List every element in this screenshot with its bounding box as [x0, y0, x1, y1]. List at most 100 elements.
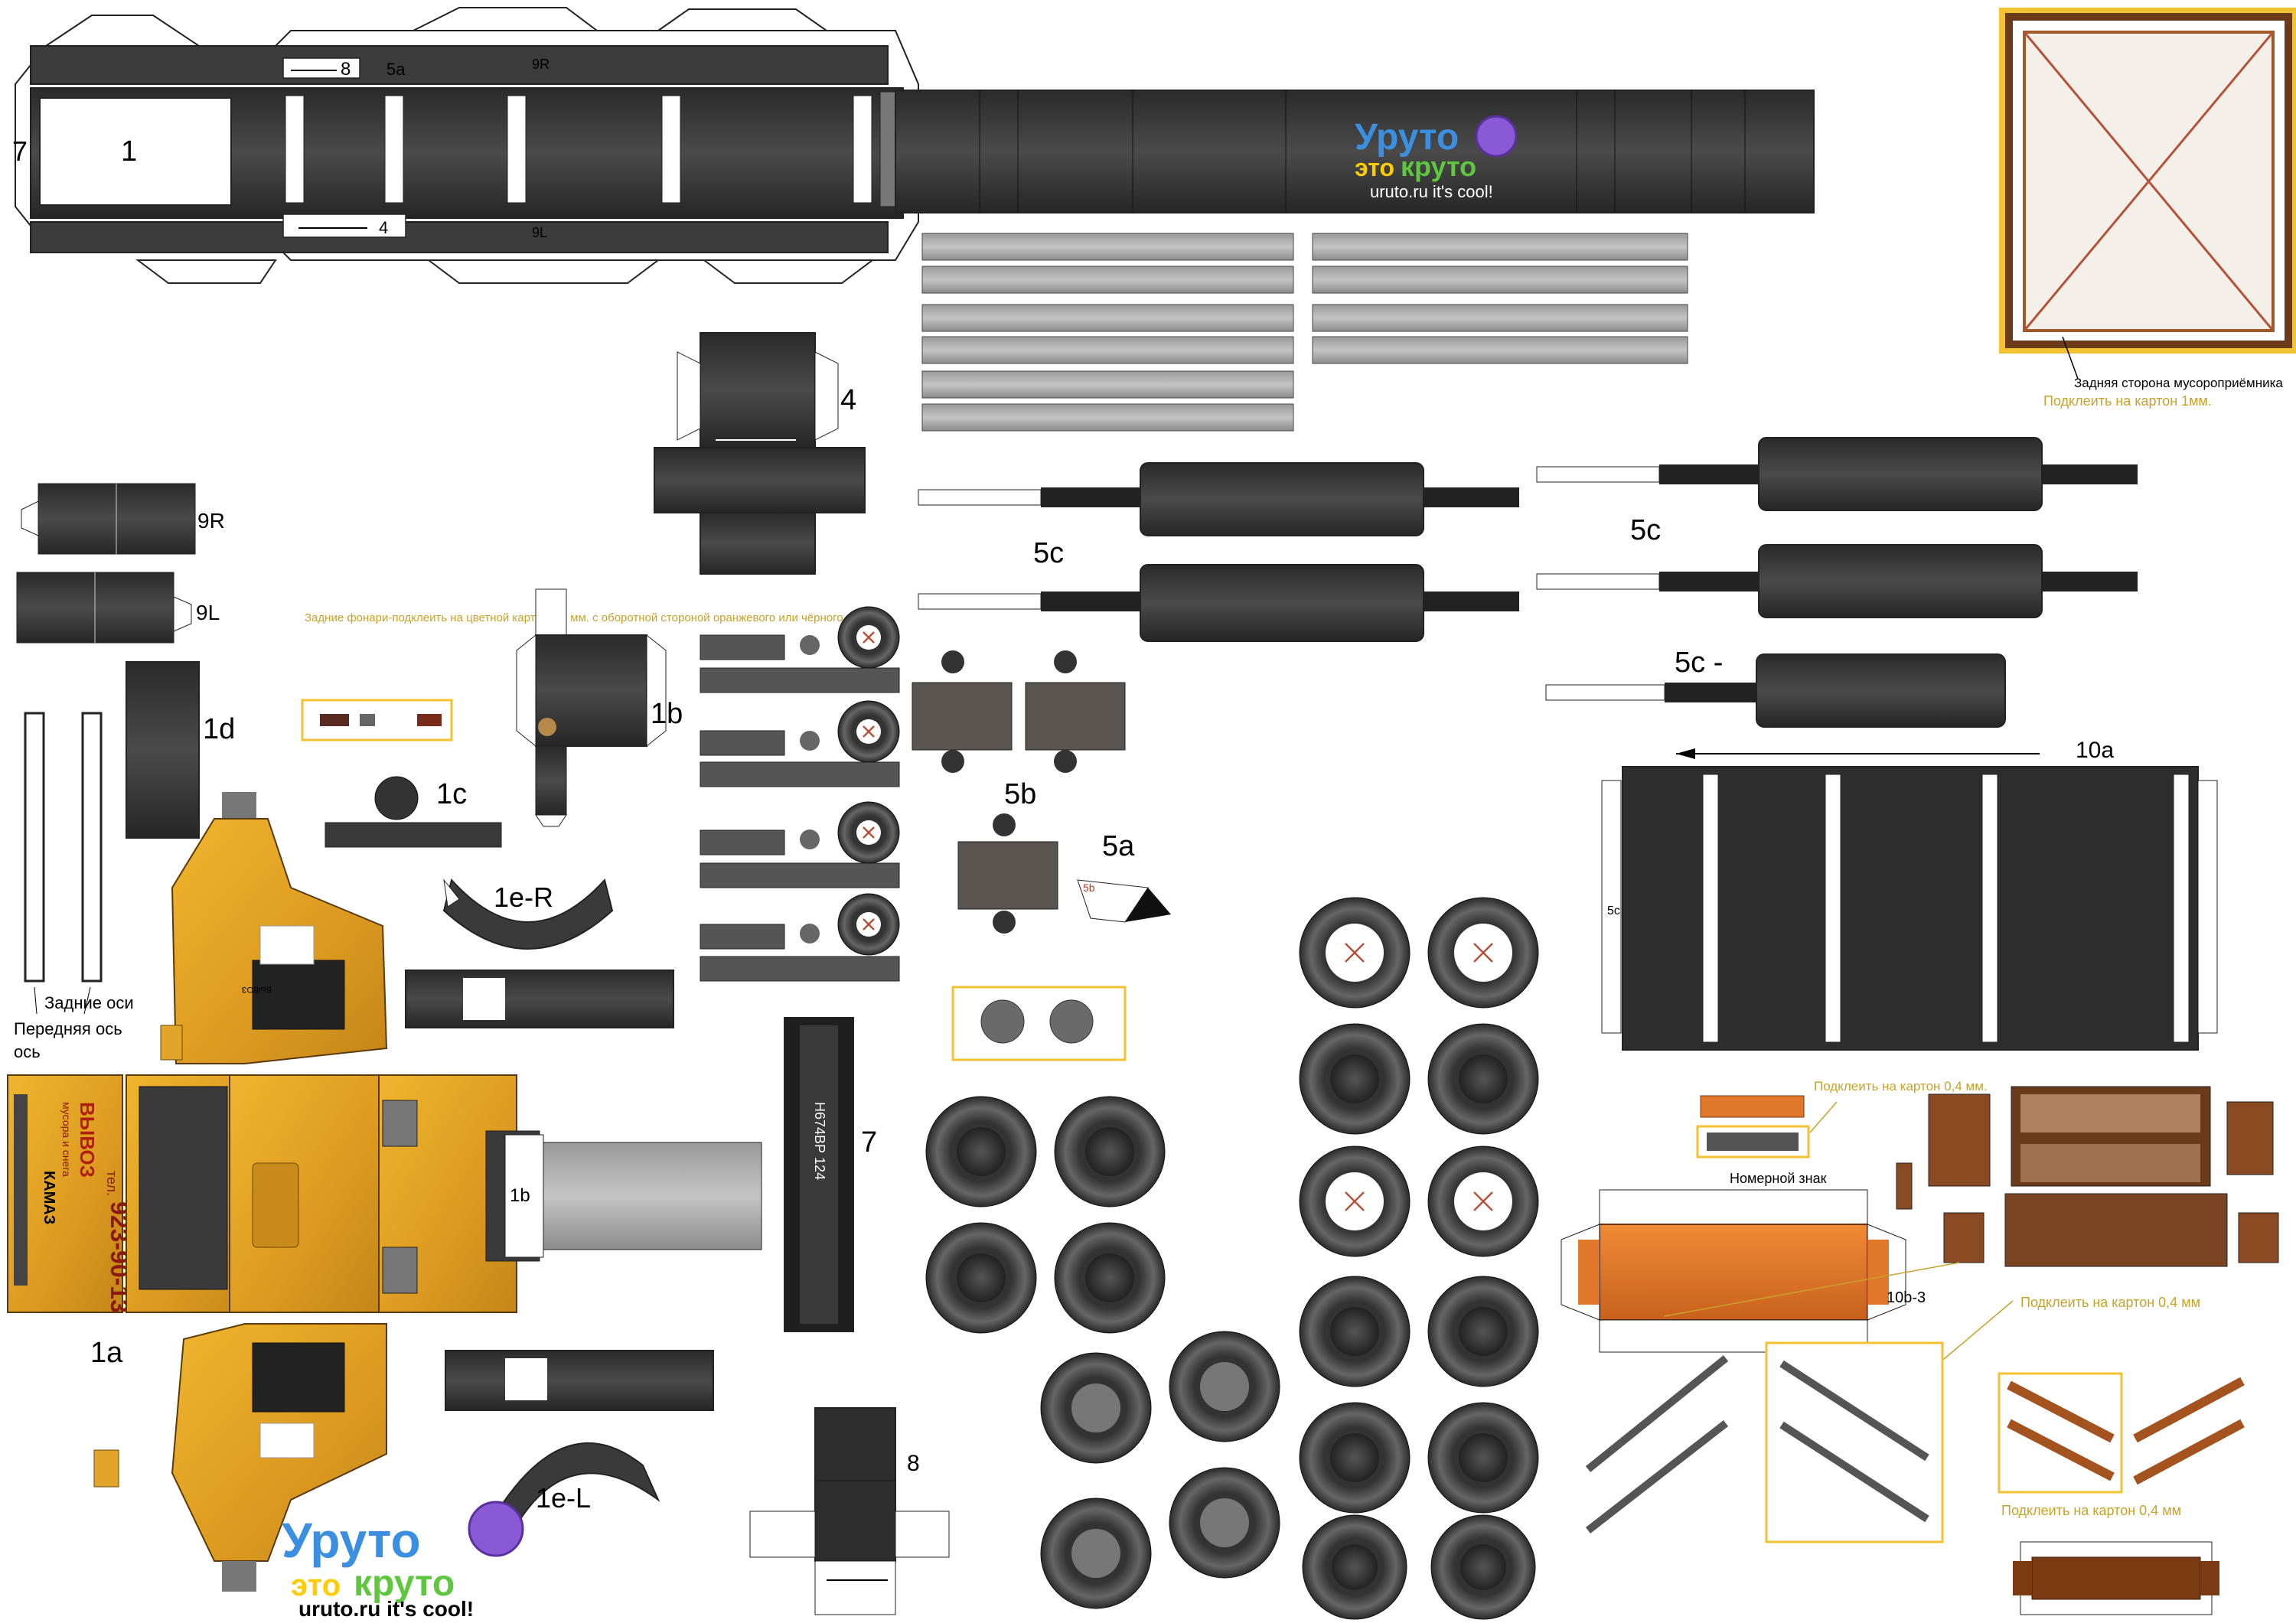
note-glue-arms-a: Подклеить на картон 0,4 мм — [2020, 1295, 2200, 1310]
note-rear-axles: Задние оси — [44, 993, 134, 1012]
tab-5b-label: 5b — [1083, 882, 1095, 894]
part-9l-label: 9L — [196, 601, 220, 624]
part-9r-label: 9R — [197, 509, 225, 533]
note-front-axle: Передняя ось — [14, 1019, 122, 1038]
wheels — [863, 631, 1539, 1620]
wheel — [1054, 1222, 1166, 1334]
arm-parts: Подклеить на картон 0,4 мм Подклеить на … — [1585, 1262, 2245, 1615]
license-plate-group: Подклеить на картон 0,4 мм. Номерной зна… — [1696, 1079, 1988, 1186]
part-1e-l: 1e-L — [445, 1350, 714, 1520]
part-5b-blocks: 5b 5a 5b — [912, 650, 1171, 934]
part-1c-label: 1c — [436, 778, 467, 810]
wheel — [1169, 1467, 1280, 1579]
part-10a-label: 10a — [2076, 738, 2114, 763]
note-front-axle-sub: ось — [14, 1042, 41, 1061]
cab-phone-label: тел. — [104, 1171, 119, 1196]
part-5b-label: 5b — [1004, 778, 1036, 810]
wheel — [1427, 1402, 1539, 1514]
part-10b3-label: 10b-3 — [1887, 1289, 1926, 1306]
part-1c: 1c — [325, 776, 502, 848]
logo-url: uruto.ru it's cool! — [1370, 182, 1493, 201]
wheel — [1040, 1352, 1152, 1464]
part-5a-label: 5a — [1102, 830, 1135, 862]
logo-bottom-line1: Уруто — [282, 1513, 421, 1568]
part-1e-r: 1e-R — [405, 878, 674, 1028]
part-1d: 1d — [126, 661, 235, 839]
logo-bottom-url: uruto.ru it's cool! — [298, 1597, 474, 1621]
part-9l-edge-number: 9L — [532, 225, 547, 240]
rusty-mechanism — [1896, 1086, 2279, 1267]
axles: Задние оси Передняя ось ось — [14, 712, 134, 1061]
part-4-box: 4 — [654, 332, 866, 575]
part-8: 8 — [749, 1407, 950, 1615]
part-10b-3: 10b-3 — [1561, 1189, 1926, 1353]
wheel — [1054, 1096, 1166, 1207]
part-7: Н674ВР 124 7 — [784, 1017, 877, 1332]
wheel — [1427, 1023, 1539, 1135]
wheel — [1169, 1331, 1280, 1442]
cat-mascot-icon — [468, 1501, 524, 1557]
part-1d-label: 1d — [203, 713, 235, 745]
logo-bottom-line2: это — [291, 1569, 341, 1602]
note-rear-side: Задняя сторона мусороприёмника — [2074, 376, 2283, 390]
wheel — [1427, 1276, 1539, 1387]
cab-brand: КАМАЗ — [41, 1171, 57, 1224]
rear-side-panel: Задняя сторона мусороприёмника Подклеить… — [1999, 8, 2296, 409]
part-7-edge-number: 7 — [12, 135, 28, 167]
part-1b-cab-label: 1b — [510, 1185, 530, 1206]
part-8-edge-number: 8 — [341, 59, 351, 80]
part-5c-label-a: 5c — [1033, 537, 1064, 569]
uruto-logo-top: Уруто это круто uruto.ru it's cool! — [1355, 115, 1518, 201]
wheel — [925, 1222, 1037, 1334]
part-1a-cab: КАМАЗ ВЫВОЗ мусора и снега тел. 923-90-1… — [7, 792, 762, 1592]
wheel — [1299, 1276, 1411, 1387]
part-1-chassis: 1 7 8 5a 4 9R 9L — [12, 7, 919, 284]
wheel — [1299, 1402, 1411, 1514]
wheel — [1302, 1514, 1407, 1620]
part-5c-label-c: 5c - — [1675, 647, 1723, 679]
cat-mascot-icon — [1475, 115, 1518, 158]
note-glue-1mm: Подклеить на картон 1мм. — [2043, 393, 2212, 409]
license-plate-label: Номерной знак — [1730, 1171, 1827, 1186]
grey-tread-strips — [921, 233, 1688, 432]
wheel — [1299, 1023, 1411, 1135]
part-4-label: 4 — [840, 384, 856, 416]
part-5a-edge-number: 5a — [386, 60, 406, 79]
part-5c-rollers: 5c 5c 5c - — [918, 437, 2138, 728]
part-1e-r-label: 1e-R — [494, 882, 553, 913]
note-glue-arms-b: Подклеить на картон 0,4 мм — [2001, 1503, 2181, 1518]
cab-service: ВЫВОЗ — [76, 1102, 99, 1178]
part-10a: 10a 5c — [1601, 738, 2218, 1051]
logo-bottom-line3: круто — [354, 1563, 455, 1604]
tab-5c-label: 5c — [1607, 904, 1620, 917]
wheel — [1430, 1514, 1536, 1620]
part-1e-l-label: 1e-L — [536, 1482, 591, 1514]
small-parts-box — [951, 986, 1127, 1061]
part-4-edge-number: 4 — [379, 218, 388, 237]
logo-line1: Уруто — [1355, 117, 1459, 158]
part-1-number: 1 — [121, 135, 137, 168]
rear-lights-group: Задние фонари-подклеить на цветной карто… — [301, 611, 877, 741]
cab-side-service: ВЫВОЗ — [241, 985, 272, 994]
note-rear-lights-text: Задние фонари-подклеить на цветной карто… — [305, 611, 877, 624]
part-1b-label: 1b — [651, 698, 683, 730]
part-9-lights: 9R 9L — [16, 483, 225, 644]
logo-line2: это — [1355, 154, 1394, 181]
part-5c-label-b: 5c — [1630, 514, 1661, 546]
logo-line3: круто — [1401, 151, 1476, 182]
part-1a-label: 1a — [90, 1337, 123, 1369]
part-8-label: 8 — [907, 1451, 920, 1476]
part-1b: 1b — [516, 588, 683, 827]
cab-service-sub: мусора и снега — [60, 1102, 73, 1177]
hub-cross-marks — [863, 631, 1493, 1211]
note-rear-lights: Задние фонари-подклеить на цветной карто… — [305, 611, 877, 624]
wheel — [1040, 1498, 1152, 1609]
part-9r-edge-number: 9R — [532, 57, 550, 72]
plate-text: Н674ВР 124 — [812, 1102, 827, 1180]
part-7-label: 7 — [861, 1126, 877, 1159]
part-1-extension-strip: Уруто это круто uruto.ru it's cool! — [895, 90, 1815, 213]
hub-strips — [700, 606, 900, 982]
uruto-logo-bottom: Уруто это круто uruto.ru it's cool! — [282, 1501, 524, 1621]
note-glue-plate: Подклеить на картон 0,4 мм. — [1814, 1079, 1988, 1093]
